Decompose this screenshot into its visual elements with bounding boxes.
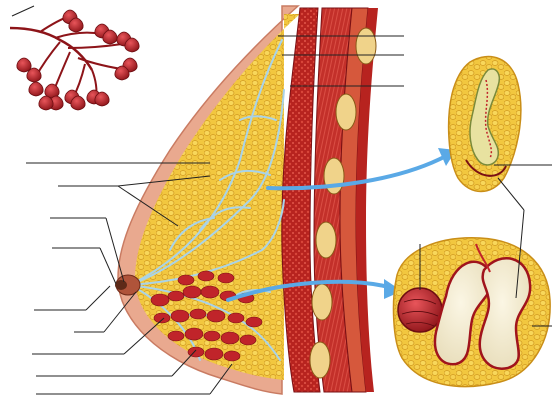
adipose-tissue (135, 14, 300, 380)
lobule-cluster-icon (10, 10, 139, 110)
duct-section-icon (449, 57, 521, 192)
alveoli-section-icon (394, 238, 551, 387)
breast-section (115, 6, 378, 394)
nipple-areola (115, 275, 140, 295)
